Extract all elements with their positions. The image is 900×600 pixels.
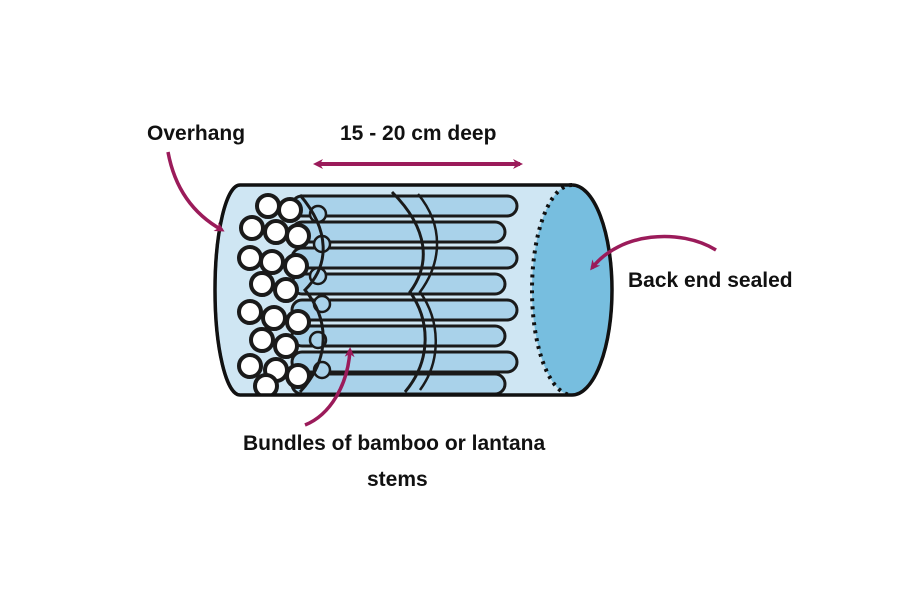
stem-opening (253, 373, 279, 395)
overhang-label: Overhang (147, 122, 245, 145)
stem-opening (273, 277, 299, 303)
bamboo-stem (290, 298, 519, 322)
bundles-label-line2: stems (367, 468, 428, 491)
bundle-binding-middle (390, 190, 427, 393)
stem-opening (237, 353, 263, 379)
stem-opening (285, 309, 311, 335)
sealed-back-end (532, 185, 612, 395)
sealed-end-dotted-edge (530, 183, 573, 397)
stem-opening (237, 245, 263, 271)
back-end-sealed-label: Back end sealed (628, 269, 793, 292)
stem-opening (283, 253, 309, 279)
stem-opening (249, 327, 275, 353)
tube-outline (213, 183, 614, 397)
stem-opening (263, 219, 289, 245)
stem-opening (237, 299, 263, 325)
stem-opening (249, 271, 275, 297)
stem-opening (239, 215, 265, 241)
stem-opening (285, 363, 311, 389)
stem-opening (277, 197, 303, 223)
stem-opening (261, 305, 287, 331)
stem-opening (259, 249, 285, 275)
bundles-label-line1: Bundles of bamboo or lantana (243, 432, 546, 455)
bundles-curved-arrow-icon (304, 347, 355, 427)
stem-opening (273, 333, 299, 359)
stem-opening (285, 223, 311, 249)
depth-label: 15 - 20 cm deep (340, 122, 496, 145)
back-end-curved-arrow-icon (590, 234, 717, 271)
stem-opening (255, 193, 281, 219)
bundle-binding-right (417, 193, 439, 391)
bundle-binding-left (298, 194, 325, 394)
overhang-curved-arrow-icon (166, 151, 225, 232)
